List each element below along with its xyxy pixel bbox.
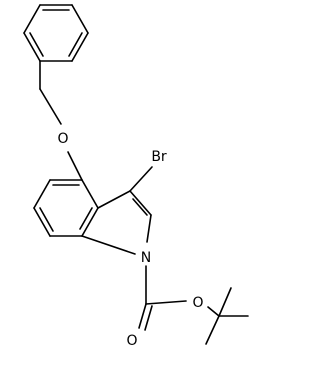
bond <box>207 306 220 317</box>
bond <box>129 190 152 216</box>
bond <box>23 4 41 34</box>
bond <box>138 303 147 329</box>
bond <box>23 32 41 62</box>
bond <box>132 198 148 216</box>
bond <box>146 214 152 243</box>
bond <box>81 179 99 209</box>
bromine-label: Br <box>151 149 167 165</box>
bond <box>68 32 83 57</box>
bond <box>97 190 131 209</box>
bond-lines <box>23 4 249 345</box>
bond <box>81 207 99 237</box>
bond <box>71 32 89 62</box>
bond <box>205 315 220 345</box>
oxygen-ether-label: O <box>57 131 68 147</box>
bond <box>81 235 136 255</box>
molecule-structure: O Br N O O <box>23 4 249 349</box>
bond <box>29 32 44 57</box>
bond <box>145 300 187 305</box>
bond <box>144 305 153 331</box>
bond <box>39 207 54 232</box>
bond <box>33 179 51 209</box>
bond <box>39 88 62 125</box>
bond <box>33 207 51 237</box>
nitrogen-label: N <box>141 250 151 266</box>
bond <box>129 166 153 192</box>
bond <box>67 151 83 181</box>
bond <box>71 4 89 34</box>
oxygen-carbonyl-label: O <box>126 333 137 349</box>
bond <box>218 287 232 317</box>
bond <box>79 207 93 230</box>
oxygen-ester-label: O <box>192 295 203 311</box>
atom-labels: O Br N O O <box>57 131 203 349</box>
